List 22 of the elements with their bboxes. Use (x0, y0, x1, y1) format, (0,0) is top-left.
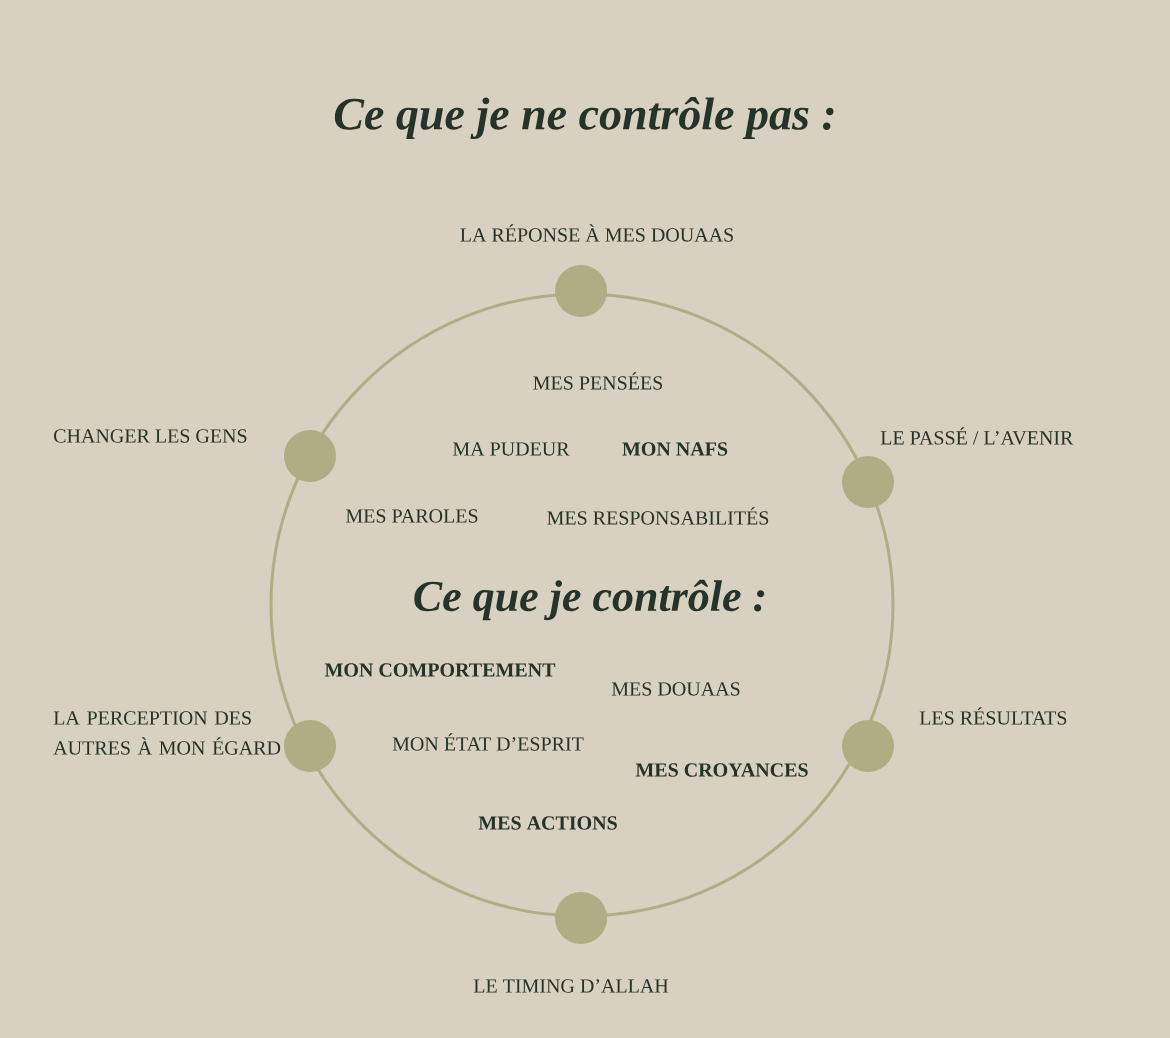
item-label: MON NAFS (622, 442, 728, 456)
dot (842, 456, 894, 508)
dot (842, 720, 894, 772)
outer-label: CHANGER LES GENS (54, 429, 247, 443)
title: Ce que je ne contrôle pas : (334, 96, 834, 140)
item-label: MES PAROLES (346, 509, 478, 523)
item-label: MES CROYANCES (635, 763, 808, 777)
item-label: MES DOUAAS (611, 682, 740, 696)
item-label: MON ÉTAT D’ESPRIT (392, 733, 584, 751)
item-label: MES RESPONSABILITÉS (547, 507, 769, 525)
item-label: MES ACTIONS (478, 816, 617, 830)
circle-heading: Ce que je contrôle : (414, 579, 765, 621)
outer-label: LES RÉSULTATS (919, 707, 1067, 725)
item-label: MES PENSÉES (533, 372, 663, 390)
outer-label: LE TIMING D’ALLAH (473, 979, 669, 993)
dot (555, 265, 607, 317)
outer-label: LE PASSÉ / L’AVENIR (880, 427, 1074, 445)
item-label: MA PUDEUR (452, 442, 570, 456)
item-label: MON COMPORTEMENT (324, 663, 556, 677)
outer-label: LA RÉPONSE À MES DOUAAS (460, 224, 733, 242)
dot (555, 892, 607, 944)
outer-label: LA PERCEPTION DES AUTRES À MON ÉGARD (53, 711, 281, 755)
